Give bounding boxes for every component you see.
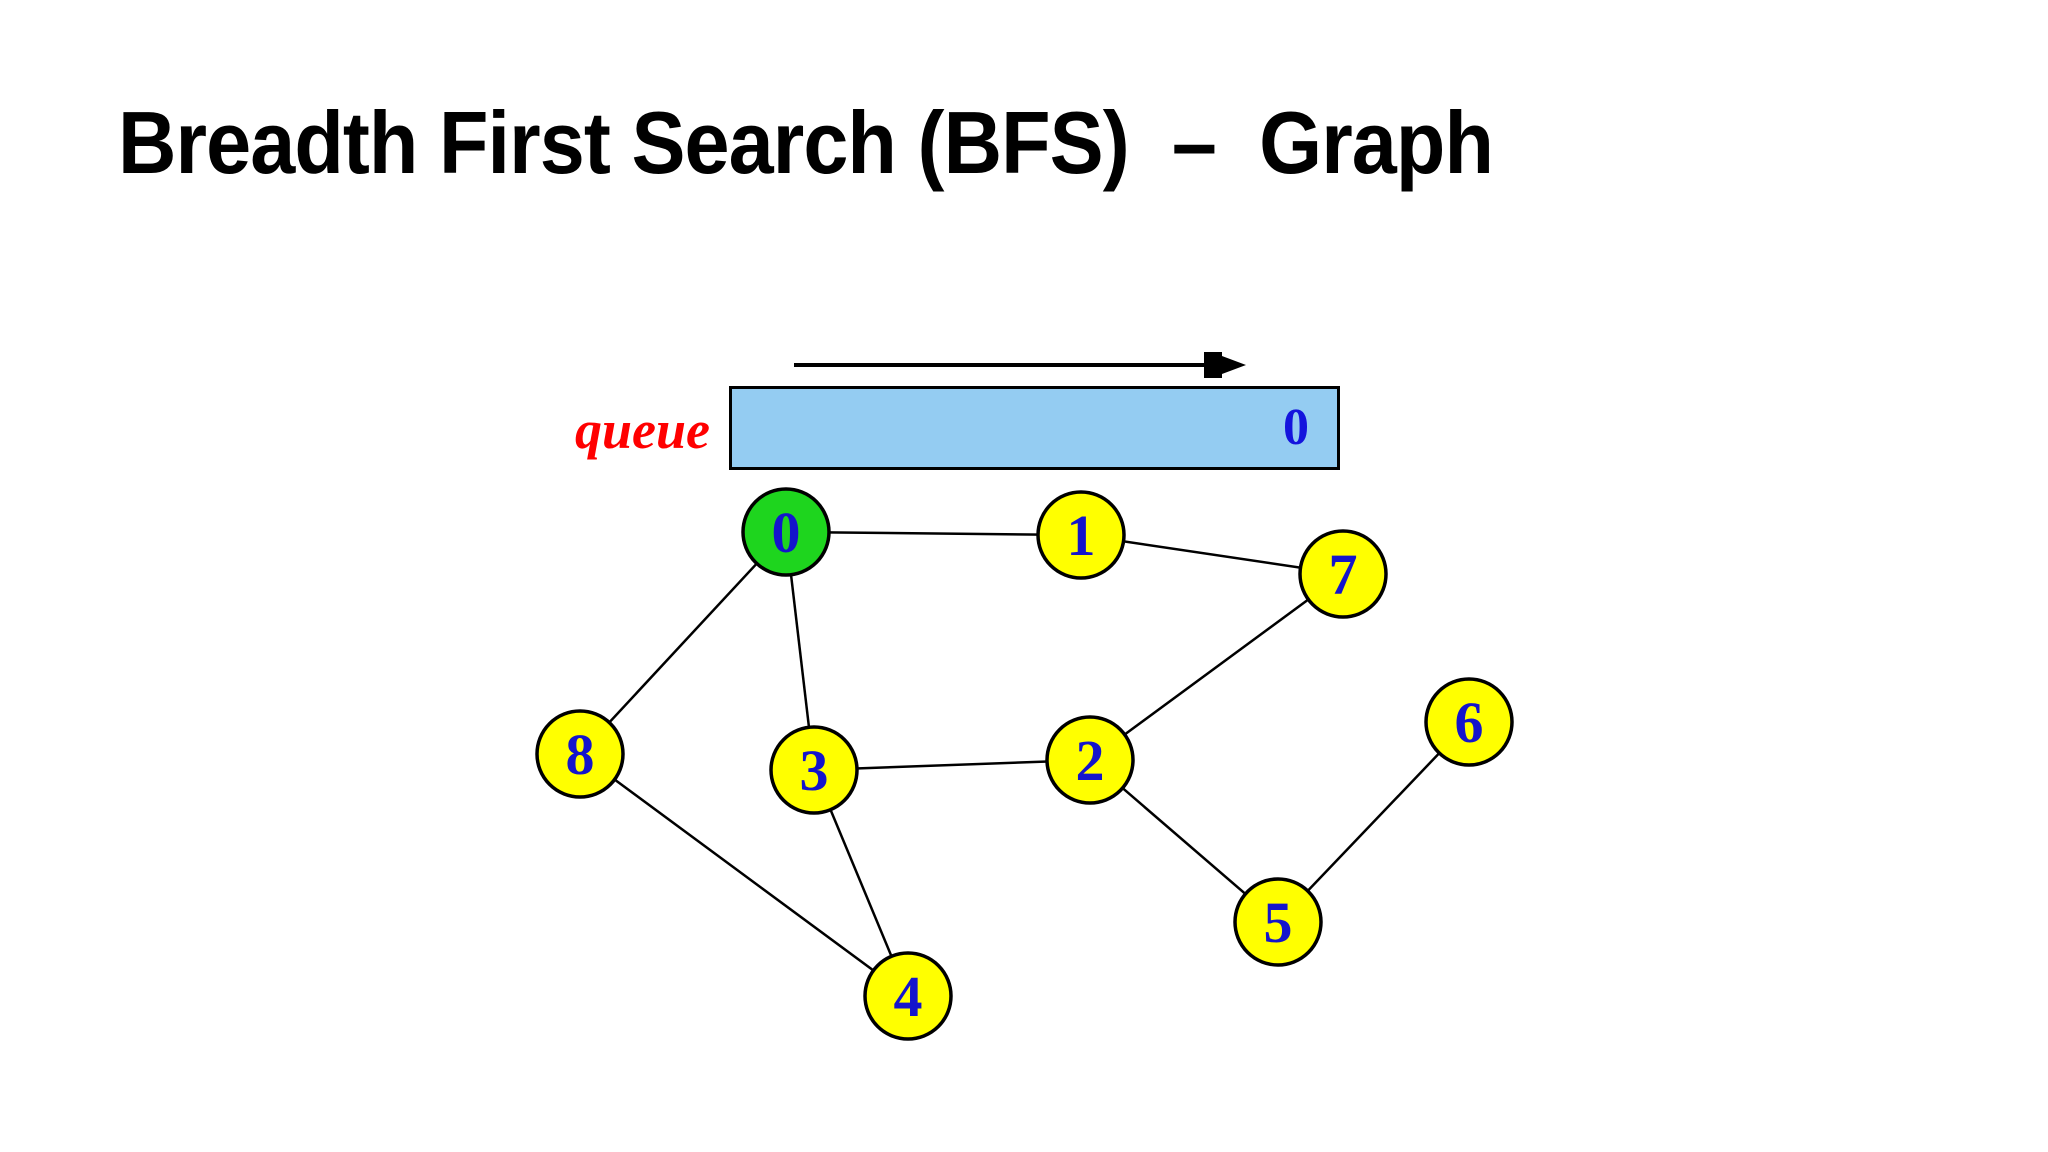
graph-node-6	[1424, 677, 1514, 767]
graph-node-label-7: 7	[1329, 542, 1358, 607]
graph-node-label-3: 3	[800, 738, 829, 803]
graph-nodes: 0 1 7 8 3 2 6 5 4	[535, 487, 1514, 1041]
graph-node-1	[1036, 490, 1126, 580]
graph-node-7	[1298, 529, 1388, 619]
graph-edge-7-2	[1089, 572, 1344, 762]
graph-node-label-5: 5	[1264, 890, 1293, 955]
graph-edge-0-8	[579, 531, 787, 755]
queue-label: queue	[575, 400, 710, 460]
graph-node-3	[769, 725, 859, 815]
graph-node-label-0: 0	[772, 500, 801, 565]
queue-direction-arrow	[794, 352, 1246, 378]
graph-node-label-1: 1	[1067, 503, 1096, 568]
queue-item-value: 0	[1283, 399, 1309, 456]
graph-node-label-2: 2	[1076, 728, 1105, 793]
graph-edge-3-2	[813, 758, 1091, 772]
graph-node-0	[741, 487, 831, 577]
graph-node-5	[1233, 877, 1323, 967]
graph-node-label-4: 4	[894, 964, 923, 1029]
graph-node-label-6: 6	[1455, 690, 1484, 755]
graph-node-2	[1045, 715, 1135, 805]
graph-edge-8-4	[579, 752, 909, 998]
graph-node-4	[863, 951, 953, 1041]
slide-title: Breadth First Search (BFS) – Graph	[118, 93, 1494, 192]
queue-box: 0	[729, 386, 1340, 470]
graph-edge-0-1	[785, 530, 1082, 537]
graph-edge-5-6	[1277, 721, 1470, 923]
arrow-head-icon	[1204, 352, 1246, 378]
graph-node-8	[535, 709, 625, 799]
graph-node-label-8: 8	[566, 722, 595, 787]
